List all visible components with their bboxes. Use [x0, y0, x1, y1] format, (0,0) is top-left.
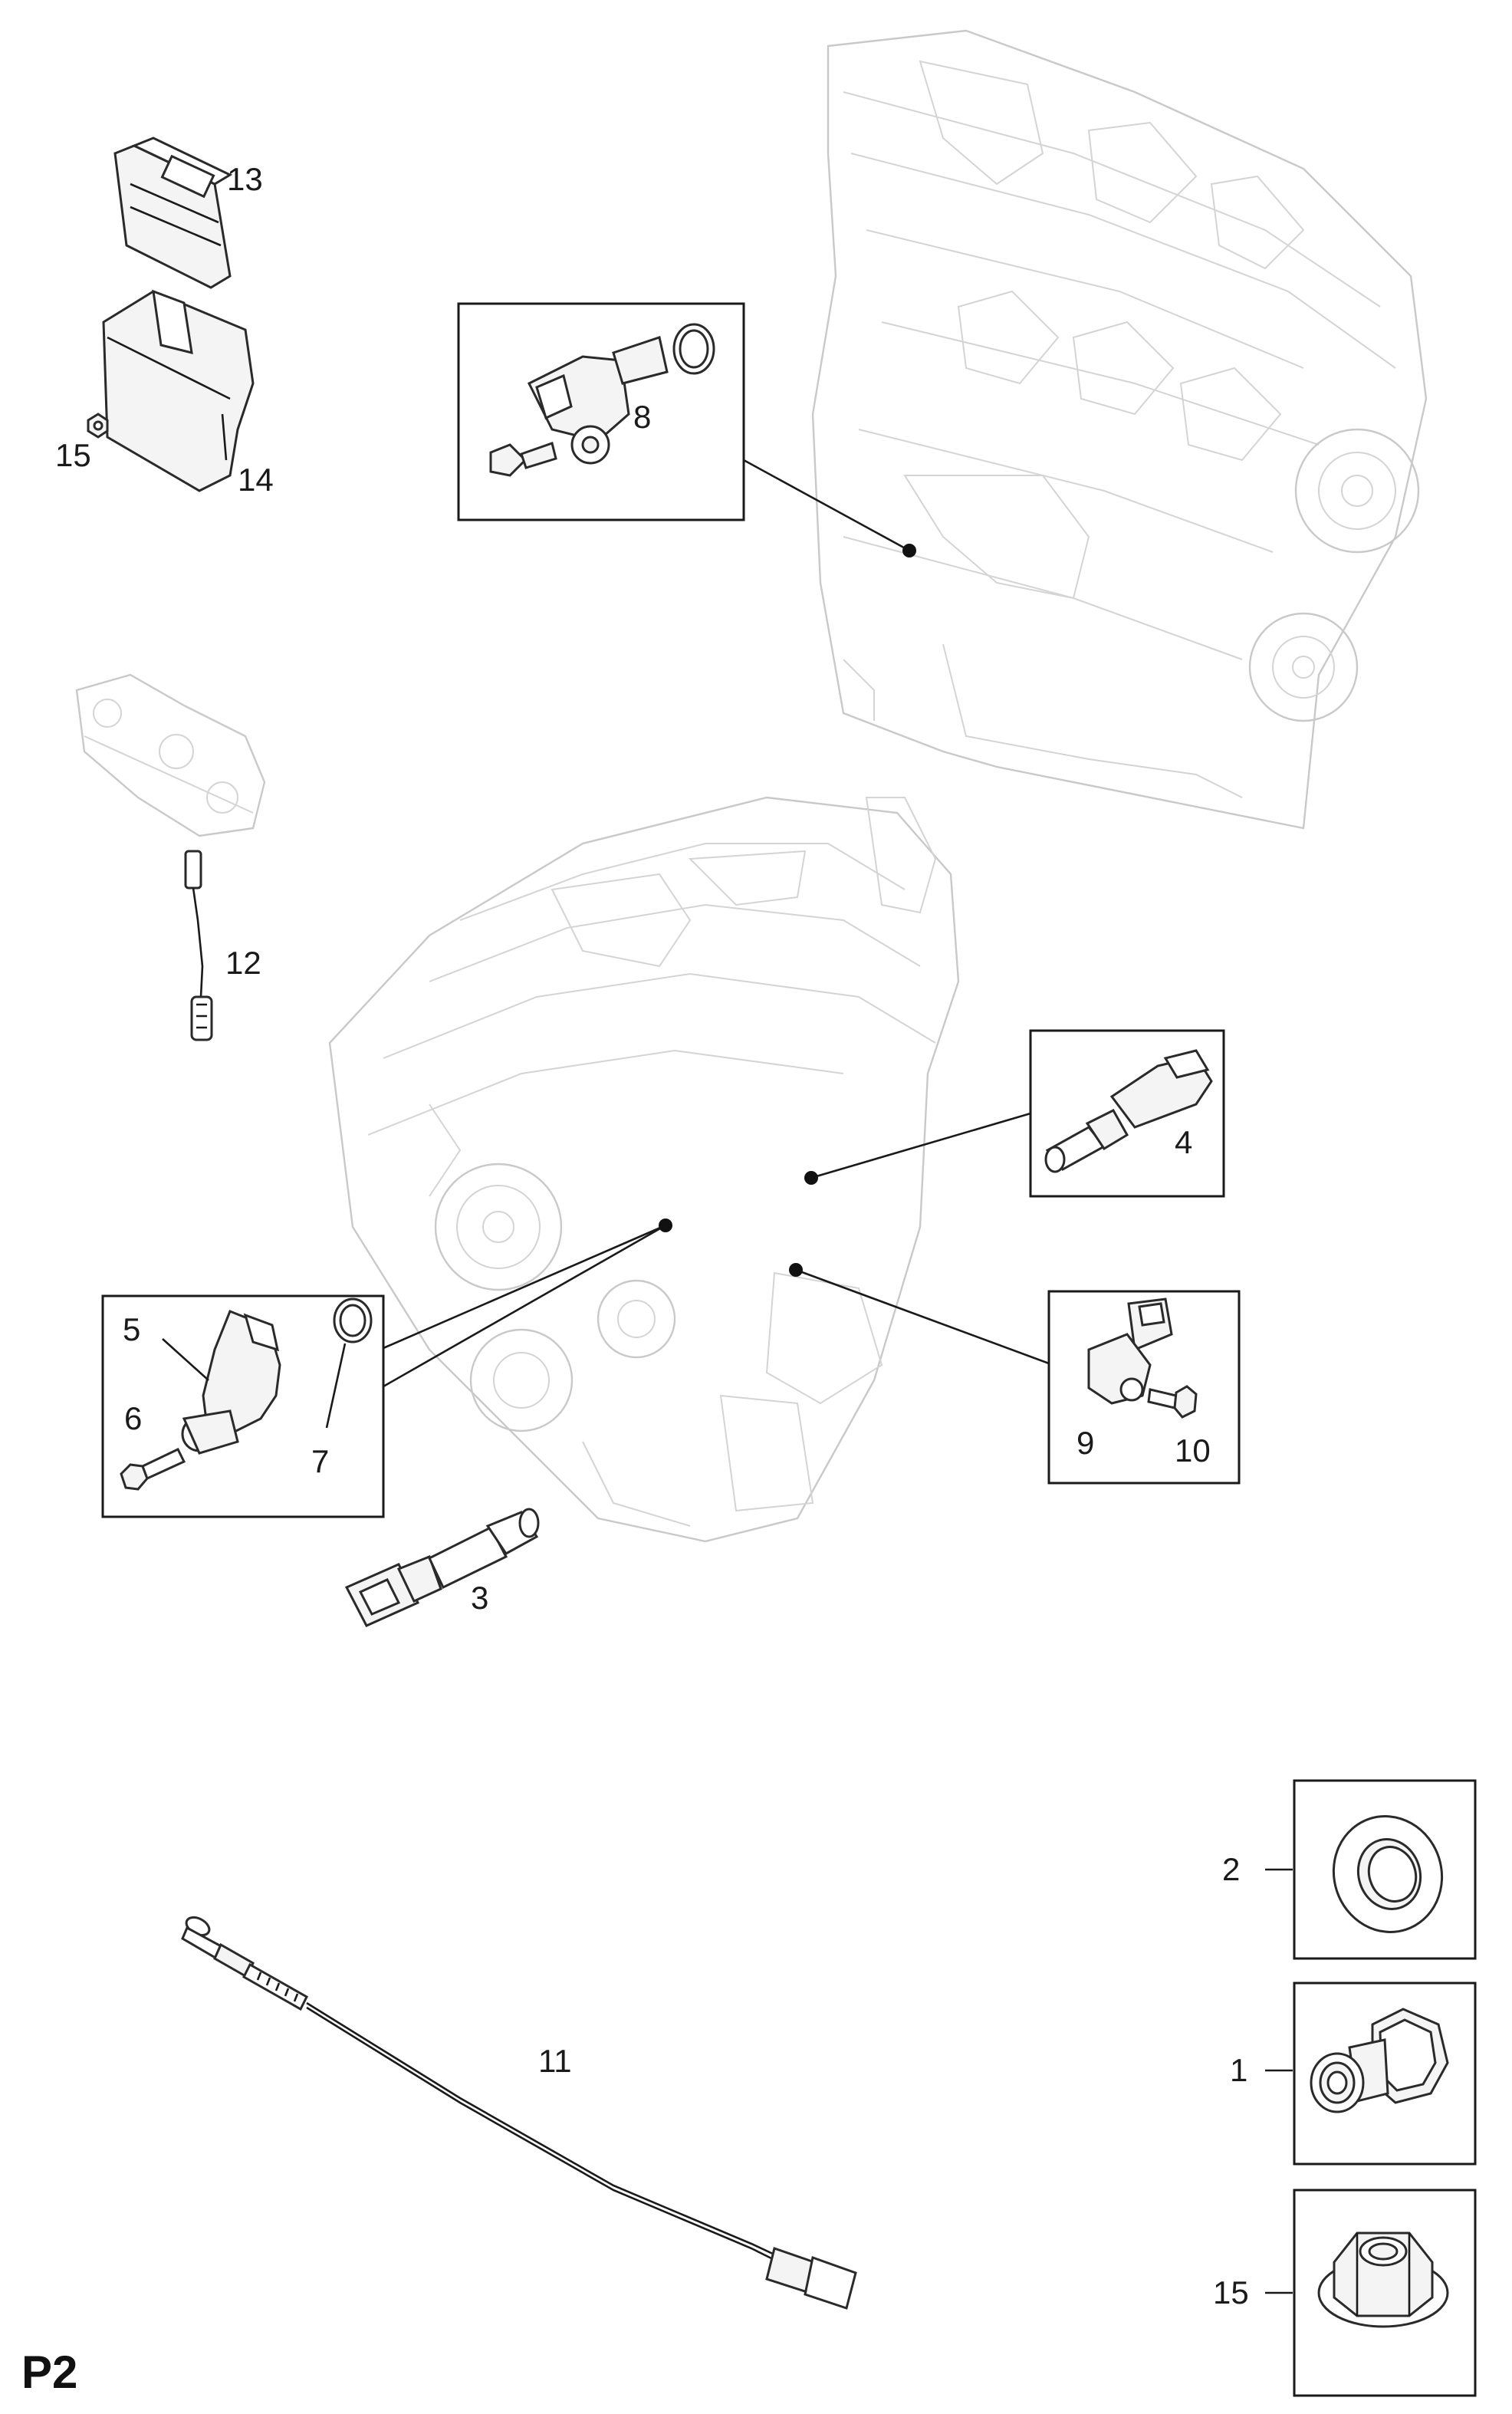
callout-15-ecu: 15 — [55, 437, 91, 473]
locator-dot-8 — [902, 544, 916, 557]
oxygen-sensor-11-illustration — [181, 1916, 857, 2310]
exhaust-manifold-illustration — [75, 673, 266, 837]
leader-line-7 — [325, 1343, 347, 1429]
engine-lower-illustration — [328, 796, 960, 1543]
leader-line-9 — [795, 1268, 1050, 1365]
callout-1: 1 — [1230, 2052, 1247, 2088]
oxygen-sensor-12-illustration — [184, 850, 213, 1041]
ecu-bracket-illustration — [102, 289, 255, 492]
pressure-switch-illustration — [1310, 2008, 1449, 2113]
locator-dot-4 — [804, 1171, 818, 1185]
map-sensor-illustration — [181, 1310, 281, 1455]
callout-5: 5 — [123, 1311, 140, 1347]
knock-sensor-bolt-illustration — [1147, 1385, 1198, 1419]
ecu-nut-illustration — [87, 413, 109, 439]
map-sensor-oring-illustration — [333, 1297, 373, 1343]
callout-15-nut: 15 — [1213, 2274, 1249, 2310]
locator-dot-9 — [789, 1263, 803, 1277]
temp-sensor-3-illustration — [344, 1508, 540, 1627]
flange-nut-illustration — [1317, 2231, 1449, 2328]
coolant-temp-sensor-illustration — [1044, 1049, 1213, 1173]
callout-4: 4 — [1175, 1124, 1192, 1160]
callout-3: 3 — [471, 1580, 488, 1616]
callout-14: 14 — [238, 462, 274, 498]
callout-2: 2 — [1222, 1851, 1240, 1887]
engine-upper-illustration — [811, 29, 1428, 830]
leader-line-8 — [743, 459, 910, 552]
leader-line-4 — [810, 1112, 1031, 1179]
locator-dot-5 — [659, 1219, 672, 1232]
callout-6: 6 — [124, 1400, 142, 1436]
page-label: P2 — [21, 2347, 77, 2398]
callout-11: 11 — [538, 2043, 572, 2079]
callout-13: 13 — [227, 161, 263, 197]
camshaft-sensor-illustration — [489, 323, 715, 477]
callout-7: 7 — [311, 1443, 329, 1479]
ecu-module-illustration — [113, 136, 233, 289]
leader-line-5 — [162, 1338, 209, 1381]
callout-12: 12 — [225, 945, 261, 981]
seal-ring-illustration — [1332, 1815, 1444, 1933]
knock-sensor-illustration — [1087, 1297, 1173, 1405]
callout-9: 9 — [1076, 1425, 1094, 1461]
leader-line-5-box-a — [383, 1224, 666, 1350]
callout-8: 8 — [633, 399, 651, 435]
map-sensor-bolt-illustration — [120, 1448, 186, 1491]
callout-10: 10 — [1175, 1432, 1211, 1468]
leader-line-5-box-b — [383, 1224, 666, 1388]
